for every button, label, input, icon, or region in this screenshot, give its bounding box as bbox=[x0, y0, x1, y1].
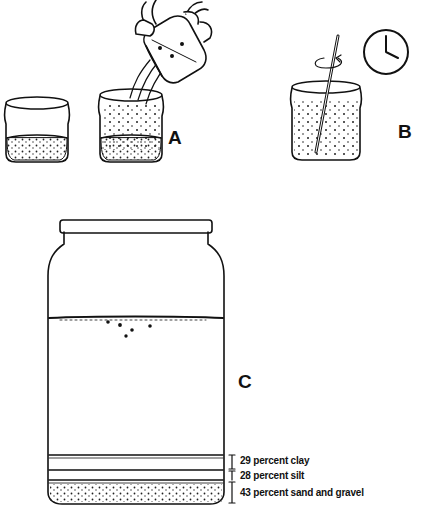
panel-letter: B bbox=[398, 122, 412, 141]
clock-symbol bbox=[364, 30, 408, 74]
layer-label: 43 percent sand and gravel bbox=[240, 488, 364, 498]
hands-pouring-jar bbox=[135, 0, 211, 83]
jar-with-soil bbox=[5, 97, 70, 162]
panel-letter: A bbox=[168, 128, 182, 147]
layer-brackets bbox=[229, 455, 235, 503]
panel-letter: C bbox=[238, 372, 252, 391]
settled-jar bbox=[48, 220, 224, 504]
jar-being-stirred bbox=[291, 36, 362, 160]
layer-label: 28 percent silt bbox=[240, 471, 304, 481]
jar-being-filled bbox=[99, 60, 167, 162]
layer-label: 29 percent clay bbox=[240, 456, 309, 466]
